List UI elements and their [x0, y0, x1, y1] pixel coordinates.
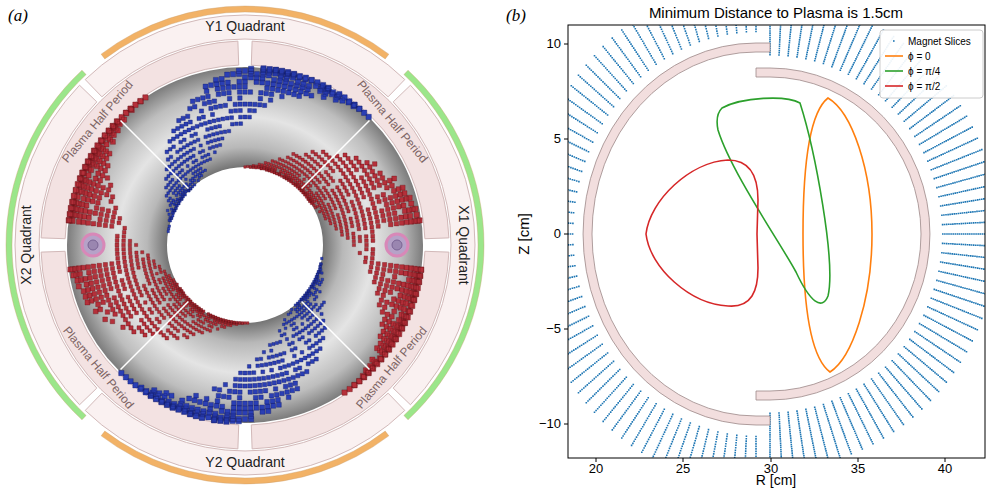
tick-mark — [564, 234, 568, 235]
magnet-red — [66, 95, 424, 395]
legend-text: ϕ = 0 — [908, 51, 931, 62]
tick-label: −5 — [546, 322, 561, 336]
tick-mark — [564, 424, 568, 425]
plot-title: Minimum Distance to Plasma is 1.5cm — [649, 5, 903, 22]
tick-label: 20 — [589, 462, 603, 476]
tick-mark — [564, 44, 568, 45]
legend-text: ϕ = π/4 — [908, 66, 940, 77]
period-divider — [302, 121, 370, 189]
tick-label: 0 — [554, 227, 561, 241]
tick-label: 5 — [554, 132, 561, 146]
quadrant-label: X2 Quadrant — [19, 205, 34, 284]
legend-swatch — [885, 70, 903, 72]
quadrant-label: Y2 Quadrant — [205, 455, 284, 470]
tick-label: 35 — [851, 462, 865, 476]
half-period-label: Plasma Half Period — [60, 325, 136, 412]
tick-label: −10 — [539, 417, 561, 431]
panel-label: (b) — [506, 7, 526, 26]
quadrant-label: Y1 Quadrant — [205, 19, 284, 34]
plasma-curve — [646, 160, 758, 306]
tick-mark — [564, 139, 568, 140]
legend-text: Magnet Slices — [908, 36, 971, 47]
axis-label: R [cm] — [756, 473, 796, 488]
legend-text: ϕ = π/2 — [908, 81, 940, 92]
magnet-blue — [119, 66, 372, 425]
half-period-label: Plasma Half Period — [354, 325, 430, 412]
port-symbol — [386, 234, 408, 256]
torus-surface — [67, 67, 423, 423]
panel-label: (a) — [8, 7, 28, 26]
period-divider — [302, 302, 370, 370]
axis-label: Z [cm] — [516, 213, 533, 255]
tick-mark — [564, 329, 568, 330]
plot-area — [568, 25, 985, 458]
half-period-label: Plasma Half Period — [60, 78, 136, 165]
quadrant-label: X1 Quadrant — [455, 205, 470, 284]
port-symbol — [82, 234, 104, 256]
plasma-curve — [717, 98, 830, 303]
period-divider — [121, 302, 189, 370]
half-period-label: Plasma Half Period — [354, 78, 430, 165]
vessel-wall — [756, 68, 930, 400]
port-symbol — [88, 240, 98, 250]
legend-box — [880, 30, 983, 98]
legend-swatch — [885, 85, 903, 87]
tick-label: 10 — [547, 37, 561, 51]
period-divider — [121, 121, 189, 189]
port-symbol — [392, 240, 402, 250]
axes-frame — [568, 25, 985, 458]
plasma-curve — [803, 98, 872, 372]
magnet-slices — [568, 25, 985, 458]
legend-swatch — [893, 40, 895, 42]
legend-swatch — [885, 55, 903, 57]
tick-label: 40 — [938, 462, 952, 476]
tick-label: 25 — [676, 462, 690, 476]
